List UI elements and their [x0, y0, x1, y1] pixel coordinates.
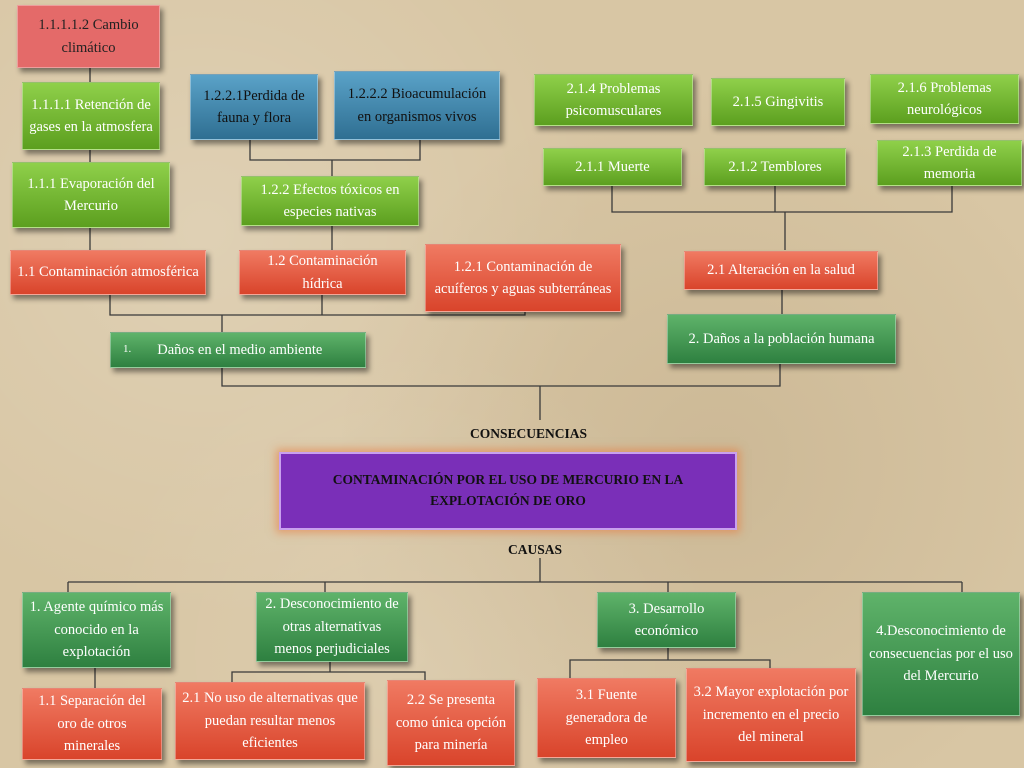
node-1-2-1: 1.2.1 Contaminación de acuíferos y aguas…: [425, 244, 621, 312]
cause-2-2: 2.2 Se presenta como única opción para m…: [387, 680, 515, 766]
node-1-2-2: 1.2.2 Efectos tóxicos en especies nativa…: [241, 176, 419, 226]
node-1-1-1: 1.1.1 Evaporación del Mercurio: [12, 162, 170, 228]
cause-3-1: 3.1 Fuente generadora de empleo: [537, 678, 676, 758]
node-1-1-1-1: 1.1.1.1 Retención de gases en la atmosfe…: [22, 82, 160, 150]
node-2-1-6: 2.1.6 Problemas neurológicos: [870, 74, 1019, 124]
cause-1-1: 1.1 Separación del oro de otros minerale…: [22, 688, 162, 760]
node-1-2-2-1: 1.2.2.1Perdida de fauna y flora: [190, 74, 318, 140]
central-problem: CONTAMINACIÓN POR EL USO DE MERCURIO EN …: [279, 452, 737, 530]
cause-3-2: 3.2 Mayor explotación por incremento en …: [686, 668, 856, 762]
node-1-1-1-1-2: 1.1.1.1.2 Cambio climático: [17, 5, 160, 68]
node-2-1-4: 2.1.4 Problemas psicomusculares: [534, 74, 693, 126]
cause-3: 3. Desarrollo económico: [597, 592, 736, 648]
connector-c3-c3x: [569, 648, 771, 678]
connector-21x-21: [611, 186, 953, 250]
node-2-1-3: 2.1.3 Perdida de memoria: [877, 140, 1022, 186]
consecuencias-label: CONSECUENCIAS: [470, 426, 588, 441]
node-1: 1. Daños en el medio ambiente: [110, 332, 366, 368]
cause-2: 2. Desconocimiento de otras alternativas…: [256, 592, 408, 662]
node-1-2: 1.2 Contaminación hídrica: [239, 250, 406, 295]
cause-1: 1. Agente químico más conocido en la exp…: [22, 592, 171, 668]
node-2-1: 2.1 Alteración en la salud: [684, 251, 878, 290]
node-2: 2. Daños a la población humana: [667, 314, 896, 364]
cause-4: 4.Desconocimiento de consecuencias por e…: [862, 592, 1020, 716]
connector-c2-c2x: [231, 662, 426, 682]
connector-122x-122: [249, 140, 421, 176]
causas-label: CAUSAS: [508, 542, 563, 557]
node-2-1-2: 2.1.2 Temblores: [704, 148, 846, 186]
node-1-1: 1.1 Contaminación atmosférica: [10, 250, 206, 295]
node-2-1-5: 2.1.5 Gingivitis: [711, 78, 845, 126]
node-2-1-1: 2.1.1 Muerte: [543, 148, 682, 186]
connector-1-2-consecuencias: [221, 364, 781, 420]
node-1-2-2-2: 1.2.2.2 Bioacumulación en organismos viv…: [334, 71, 500, 140]
connector-1x-1: [109, 295, 526, 332]
cause-2-1: 2.1 No uso de alternativas que puedan re…: [175, 682, 365, 760]
connector-causas: [67, 558, 963, 592]
